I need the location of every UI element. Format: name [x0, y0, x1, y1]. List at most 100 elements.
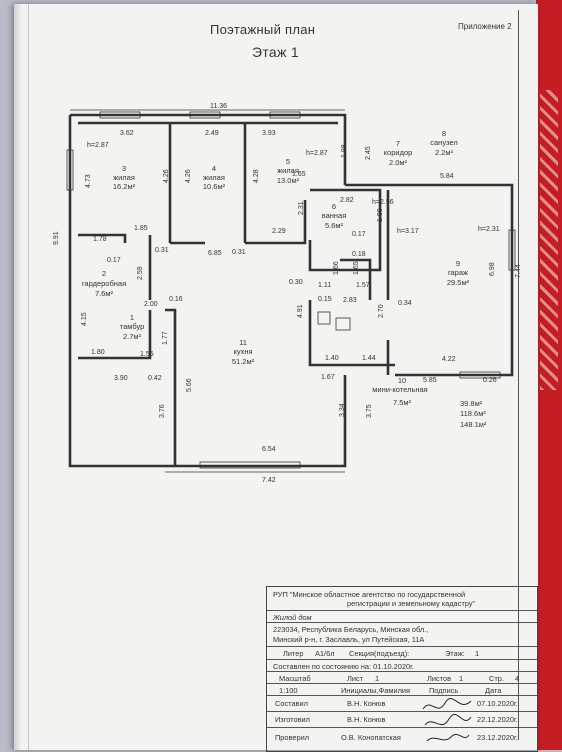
dim-0-17a: 0.17 — [352, 231, 366, 238]
stamp-initials-header: Инициалы,Фамилия — [341, 686, 411, 695]
dim-3-93: 3.93 — [262, 130, 276, 137]
room-11-num: 11 — [239, 338, 247, 347]
room-10-num: 10 — [398, 376, 406, 385]
plan-thin-lines — [66, 109, 516, 473]
stamp-sign-header: Подпись — [429, 686, 459, 695]
dim-1-55: 1.55 — [140, 351, 154, 358]
room-9-num: 9 — [456, 259, 460, 268]
room-1-num: 1 — [130, 313, 134, 322]
dim-6-54: 6.54 — [262, 446, 276, 453]
dim-2-29: 2.29 — [272, 228, 286, 235]
room-labels: 3 жилая 16.2м² 4 жилая 10.6м² 5 жилая 13… — [82, 129, 470, 407]
room-10-name: мини-котельная — [372, 385, 427, 394]
dim-5-84: 5.84 — [440, 173, 454, 180]
dim-0-30: 0.30 — [289, 279, 303, 286]
room-4-num: 4 — [212, 164, 216, 173]
room-6-name: ванная — [322, 211, 347, 220]
dim-4-73: 4.73 — [85, 174, 92, 188]
stamp-page: 4 — [515, 674, 520, 683]
dim-2-70: 2.70 — [378, 304, 385, 318]
height-room5: h=2.87 — [306, 150, 328, 157]
total-area-2: 118.6м² — [460, 409, 486, 418]
outer-wall-garage — [345, 183, 514, 377]
outer-wall-left — [68, 115, 165, 468]
room-8-area: 2.2м² — [435, 148, 454, 157]
frame-right-border — [518, 10, 519, 740]
dim-1-67: 1.67 — [321, 374, 335, 381]
dim-0-42: 0.42 — [148, 375, 162, 382]
dim-0-16: 0.16 — [169, 296, 183, 303]
dim-4-15: 4.15 — [81, 312, 88, 326]
stamp-checked-name: О.В. Конопатская — [341, 733, 401, 742]
stamp-liter-label: Литер — [283, 649, 304, 658]
room-4-name: жилая — [203, 173, 225, 182]
room-7-num: 7 — [396, 139, 400, 148]
room-7-name: коридор — [384, 148, 413, 157]
room-1-area: 2.7м² — [123, 332, 142, 341]
dim-1-44: 1.44 — [362, 355, 376, 362]
dim-0-31b: 0.31 — [232, 249, 246, 256]
room-5-num: 5 — [286, 157, 290, 166]
dim-1-99: 1.99 — [377, 208, 384, 222]
window-6 — [508, 229, 516, 271]
dim-2-59: 2.59 — [137, 266, 144, 280]
window-1 — [99, 111, 141, 119]
stove-2 — [335, 317, 351, 331]
stamp-object: Жилой дом — [273, 613, 312, 622]
window-2 — [189, 111, 221, 119]
stamp-divider — [267, 659, 537, 660]
room-2-num: 2 — [102, 269, 106, 278]
stamp-divider — [267, 610, 537, 611]
stamp-floor-label: Этаж: — [445, 649, 465, 658]
dimension-labels: 11.36 9.91 7.42 7.44 3.62 2.49 3.93 4.73… — [53, 103, 522, 484]
dim-4-22: 4.22 — [442, 356, 456, 363]
room-11-name: кухня — [233, 347, 252, 356]
dim-1-78: 1.78 — [93, 236, 107, 243]
stamp-divider — [267, 646, 537, 647]
room-3-area: 16.2м² — [113, 182, 136, 191]
stamp-sheet-label: Лист — [347, 674, 364, 683]
total-area-1: 39.8м² — [460, 399, 483, 408]
stamp-divider — [267, 727, 537, 728]
room-3-num: 3 — [122, 164, 126, 173]
stamp-divider — [267, 695, 537, 696]
outer-wall-bottom — [165, 375, 347, 468]
stamp-org: РУП "Минское областное агентство по госу… — [273, 590, 466, 599]
stamp-checked-date: 23.12.2020г. — [477, 733, 518, 742]
stamp-liter: А1/6л — [315, 649, 335, 658]
stamp-checked-label: Проверил — [275, 733, 310, 742]
dim-3-90: 3.90 — [114, 375, 128, 382]
window-4 — [199, 461, 301, 469]
dim-2-49: 2.49 — [205, 130, 219, 137]
height-garage-left: h=3.17 — [397, 228, 419, 235]
stamp-address1: 223034, Республика Беларусь, Минская обл… — [273, 625, 429, 634]
height-garage-right: h=2.31 — [478, 226, 500, 233]
room-6-num: 6 — [332, 202, 336, 211]
dim-2-45: 2.45 — [365, 146, 372, 160]
wall-kitchen-left — [165, 308, 177, 466]
dim-right-garage: 7.44 — [515, 264, 522, 278]
dim-1-11: 1.11 — [318, 282, 331, 289]
total-area-3: 148.1м² — [460, 420, 487, 429]
stamp-date-header: Дата — [485, 686, 502, 695]
title-block: РУП "Минское областное агентство по госу… — [266, 586, 538, 752]
dim-4-28: 4.28 — [253, 169, 260, 183]
room-2-area: 7.6м² — [95, 289, 114, 298]
dim-1-98: 1.98 — [341, 144, 348, 158]
stamp-divider — [267, 622, 537, 623]
dim-1-80: 1.80 — [91, 349, 105, 356]
page-title: Поэтажный план — [210, 22, 316, 37]
area-totals: 39.8м² 118.6м² 148.1м² — [460, 399, 487, 429]
height-bath: h=2.56 — [372, 199, 394, 206]
room-9-name: гараж — [448, 268, 468, 277]
dim-0-31a: 0.31 — [155, 247, 169, 254]
dim-5-85: 5.85 — [423, 377, 437, 384]
signature-marks — [422, 697, 472, 742]
window-3 — [269, 111, 301, 119]
stamp-made-date: 22.12.2020г. — [477, 715, 518, 724]
dim-top-total: 11.36 — [210, 103, 227, 110]
stamp-composed-name: В.Н. Конюв — [347, 699, 386, 708]
document-sheet — [14, 4, 538, 750]
dim-1-66: 1.66 — [333, 261, 340, 275]
sheet-edge-line — [28, 4, 31, 750]
